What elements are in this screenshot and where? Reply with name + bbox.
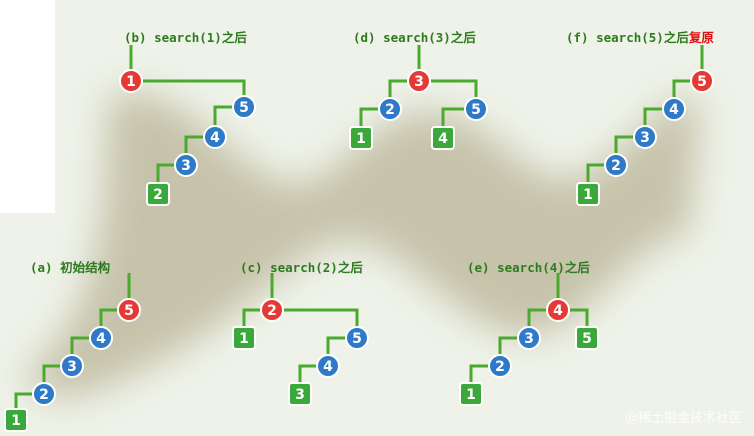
node-label: 2 [495, 359, 505, 375]
node-label: 3 [181, 158, 191, 174]
tree-node-blue: 5 [232, 95, 256, 119]
tree-node-blue: 3 [174, 153, 198, 177]
tree-node-blue: 2 [32, 382, 56, 406]
tree-node-leaf: 1 [459, 382, 483, 406]
watermark: @稀土掘金技术社区 [624, 411, 742, 426]
node-label: 4 [96, 331, 106, 347]
node-label: 3 [524, 331, 534, 347]
tree-node-leaf: 1 [576, 182, 600, 206]
node-label: 5 [124, 303, 134, 319]
node-label: 1 [239, 331, 249, 347]
panel-title-b: (b) search(1)之后 [124, 30, 247, 45]
tree-node-blue: 4 [662, 97, 686, 121]
node-label: 3 [640, 130, 650, 146]
node-label: 1 [11, 413, 21, 429]
tree-node-red: 5 [690, 69, 714, 93]
tree-node-leaf: 4 [431, 126, 455, 150]
tree-node-blue: 4 [203, 125, 227, 149]
tree-node-blue: 3 [60, 354, 84, 378]
tree-edge [272, 308, 359, 338]
tree-node-leaf: 1 [4, 408, 28, 432]
node-label: 5 [471, 102, 481, 118]
node-label: 5 [352, 331, 362, 347]
node-label: 5 [582, 331, 592, 347]
panel-title-d: (d) search(3)之后 [353, 30, 476, 45]
node-label: 3 [67, 359, 77, 375]
node-label: 2 [267, 303, 277, 319]
tree-node-blue: 2 [604, 153, 628, 177]
node-label: 4 [323, 359, 333, 375]
node-label: 1 [466, 387, 476, 403]
tree-node-blue: 3 [633, 125, 657, 149]
node-label: 3 [414, 74, 424, 90]
panel-title-c: (c) search(2)之后 [240, 260, 363, 275]
node-label: 2 [153, 187, 163, 203]
white-corner-block [0, 0, 55, 213]
panel-title-f: (f) search(5)之后复原 [566, 30, 714, 45]
nodes-layer: 1 5 4 3 2 3 2 5 1 4 5 4 3 2 1 5 4 3 2 1 2 1 5 4 3 4 3 5 2 1 [4, 69, 714, 432]
tree-node-red: 3 [407, 69, 431, 93]
tree-node-blue: 4 [89, 326, 113, 350]
tree-node-blue: 5 [464, 97, 488, 121]
node-label: 1 [126, 74, 136, 90]
tree-node-leaf: 1 [232, 326, 256, 350]
tree-node-blue: 2 [488, 354, 512, 378]
node-label: 2 [611, 158, 621, 174]
panel-title-e: (e) search(4)之后 [467, 260, 590, 275]
tree-node-red: 5 [117, 298, 141, 322]
panel-title-a: (a) 初始结构 [30, 260, 111, 275]
tree-node-red: 4 [546, 298, 570, 322]
node-label: 4 [438, 131, 448, 147]
node-label: 5 [239, 100, 249, 116]
tree-node-leaf: 3 [288, 382, 312, 406]
tree-node-blue: 3 [517, 326, 541, 350]
tree-node-blue: 4 [316, 354, 340, 378]
tree-node-blue: 5 [345, 326, 369, 350]
node-label: 4 [210, 130, 220, 146]
node-label: 1 [583, 187, 593, 203]
node-label: 4 [553, 303, 563, 319]
tree-node-blue: 2 [378, 97, 402, 121]
tree-node-leaf: 2 [146, 182, 170, 206]
tree-node-red: 2 [260, 298, 284, 322]
node-label: 2 [385, 102, 395, 118]
tree-node-leaf: 5 [575, 326, 599, 350]
tree-node-red: 1 [119, 69, 143, 93]
node-label: 3 [295, 387, 305, 403]
node-label: 1 [356, 131, 366, 147]
restore-highlight: 复原 [688, 30, 714, 45]
node-label: 5 [697, 74, 707, 90]
tree-node-leaf: 1 [349, 126, 373, 150]
node-label: 2 [39, 387, 49, 403]
node-label: 4 [669, 102, 679, 118]
